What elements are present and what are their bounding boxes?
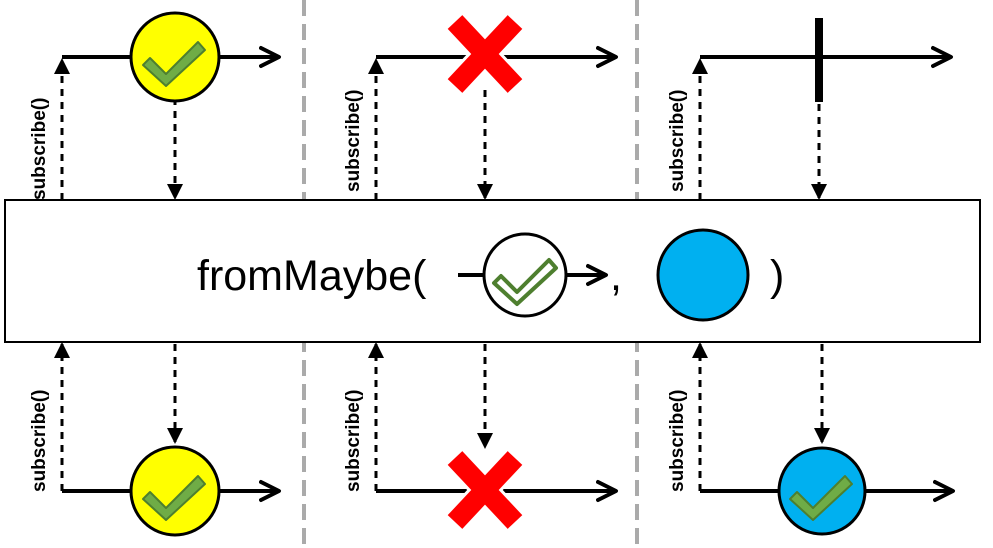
check-icon bbox=[789, 475, 853, 521]
panel-success: subscribe() subscribe() bbox=[29, 11, 281, 537]
error-x-icon bbox=[445, 449, 525, 531]
success-item bbox=[129, 445, 221, 537]
subscribe-label: subscribe() bbox=[667, 90, 688, 192]
check-icon bbox=[142, 41, 206, 87]
subscribe-label: subscribe() bbox=[343, 90, 364, 192]
operator-close-paren: ) bbox=[770, 252, 784, 300]
subscribe-label: subscribe() bbox=[29, 98, 50, 200]
operator-separator: , bbox=[610, 252, 622, 300]
subscribe-label: subscribe() bbox=[667, 390, 688, 492]
panel-empty: subscribe() subscribe() bbox=[667, 18, 955, 536]
operator-box: fromMaybe( , ) bbox=[4, 199, 981, 343]
error-x-icon bbox=[445, 13, 525, 95]
check-icon bbox=[142, 475, 206, 521]
default-item bbox=[656, 228, 750, 322]
panel-error: subscribe() subscribe() bbox=[343, 13, 618, 531]
default-item bbox=[777, 446, 867, 536]
success-item bbox=[129, 11, 221, 103]
check-icon bbox=[492, 258, 558, 306]
success-item bbox=[482, 232, 568, 318]
subscribe-label: subscribe() bbox=[29, 390, 50, 492]
subscribe-label: subscribe() bbox=[343, 390, 364, 492]
operator-name: fromMaybe( bbox=[197, 252, 427, 300]
